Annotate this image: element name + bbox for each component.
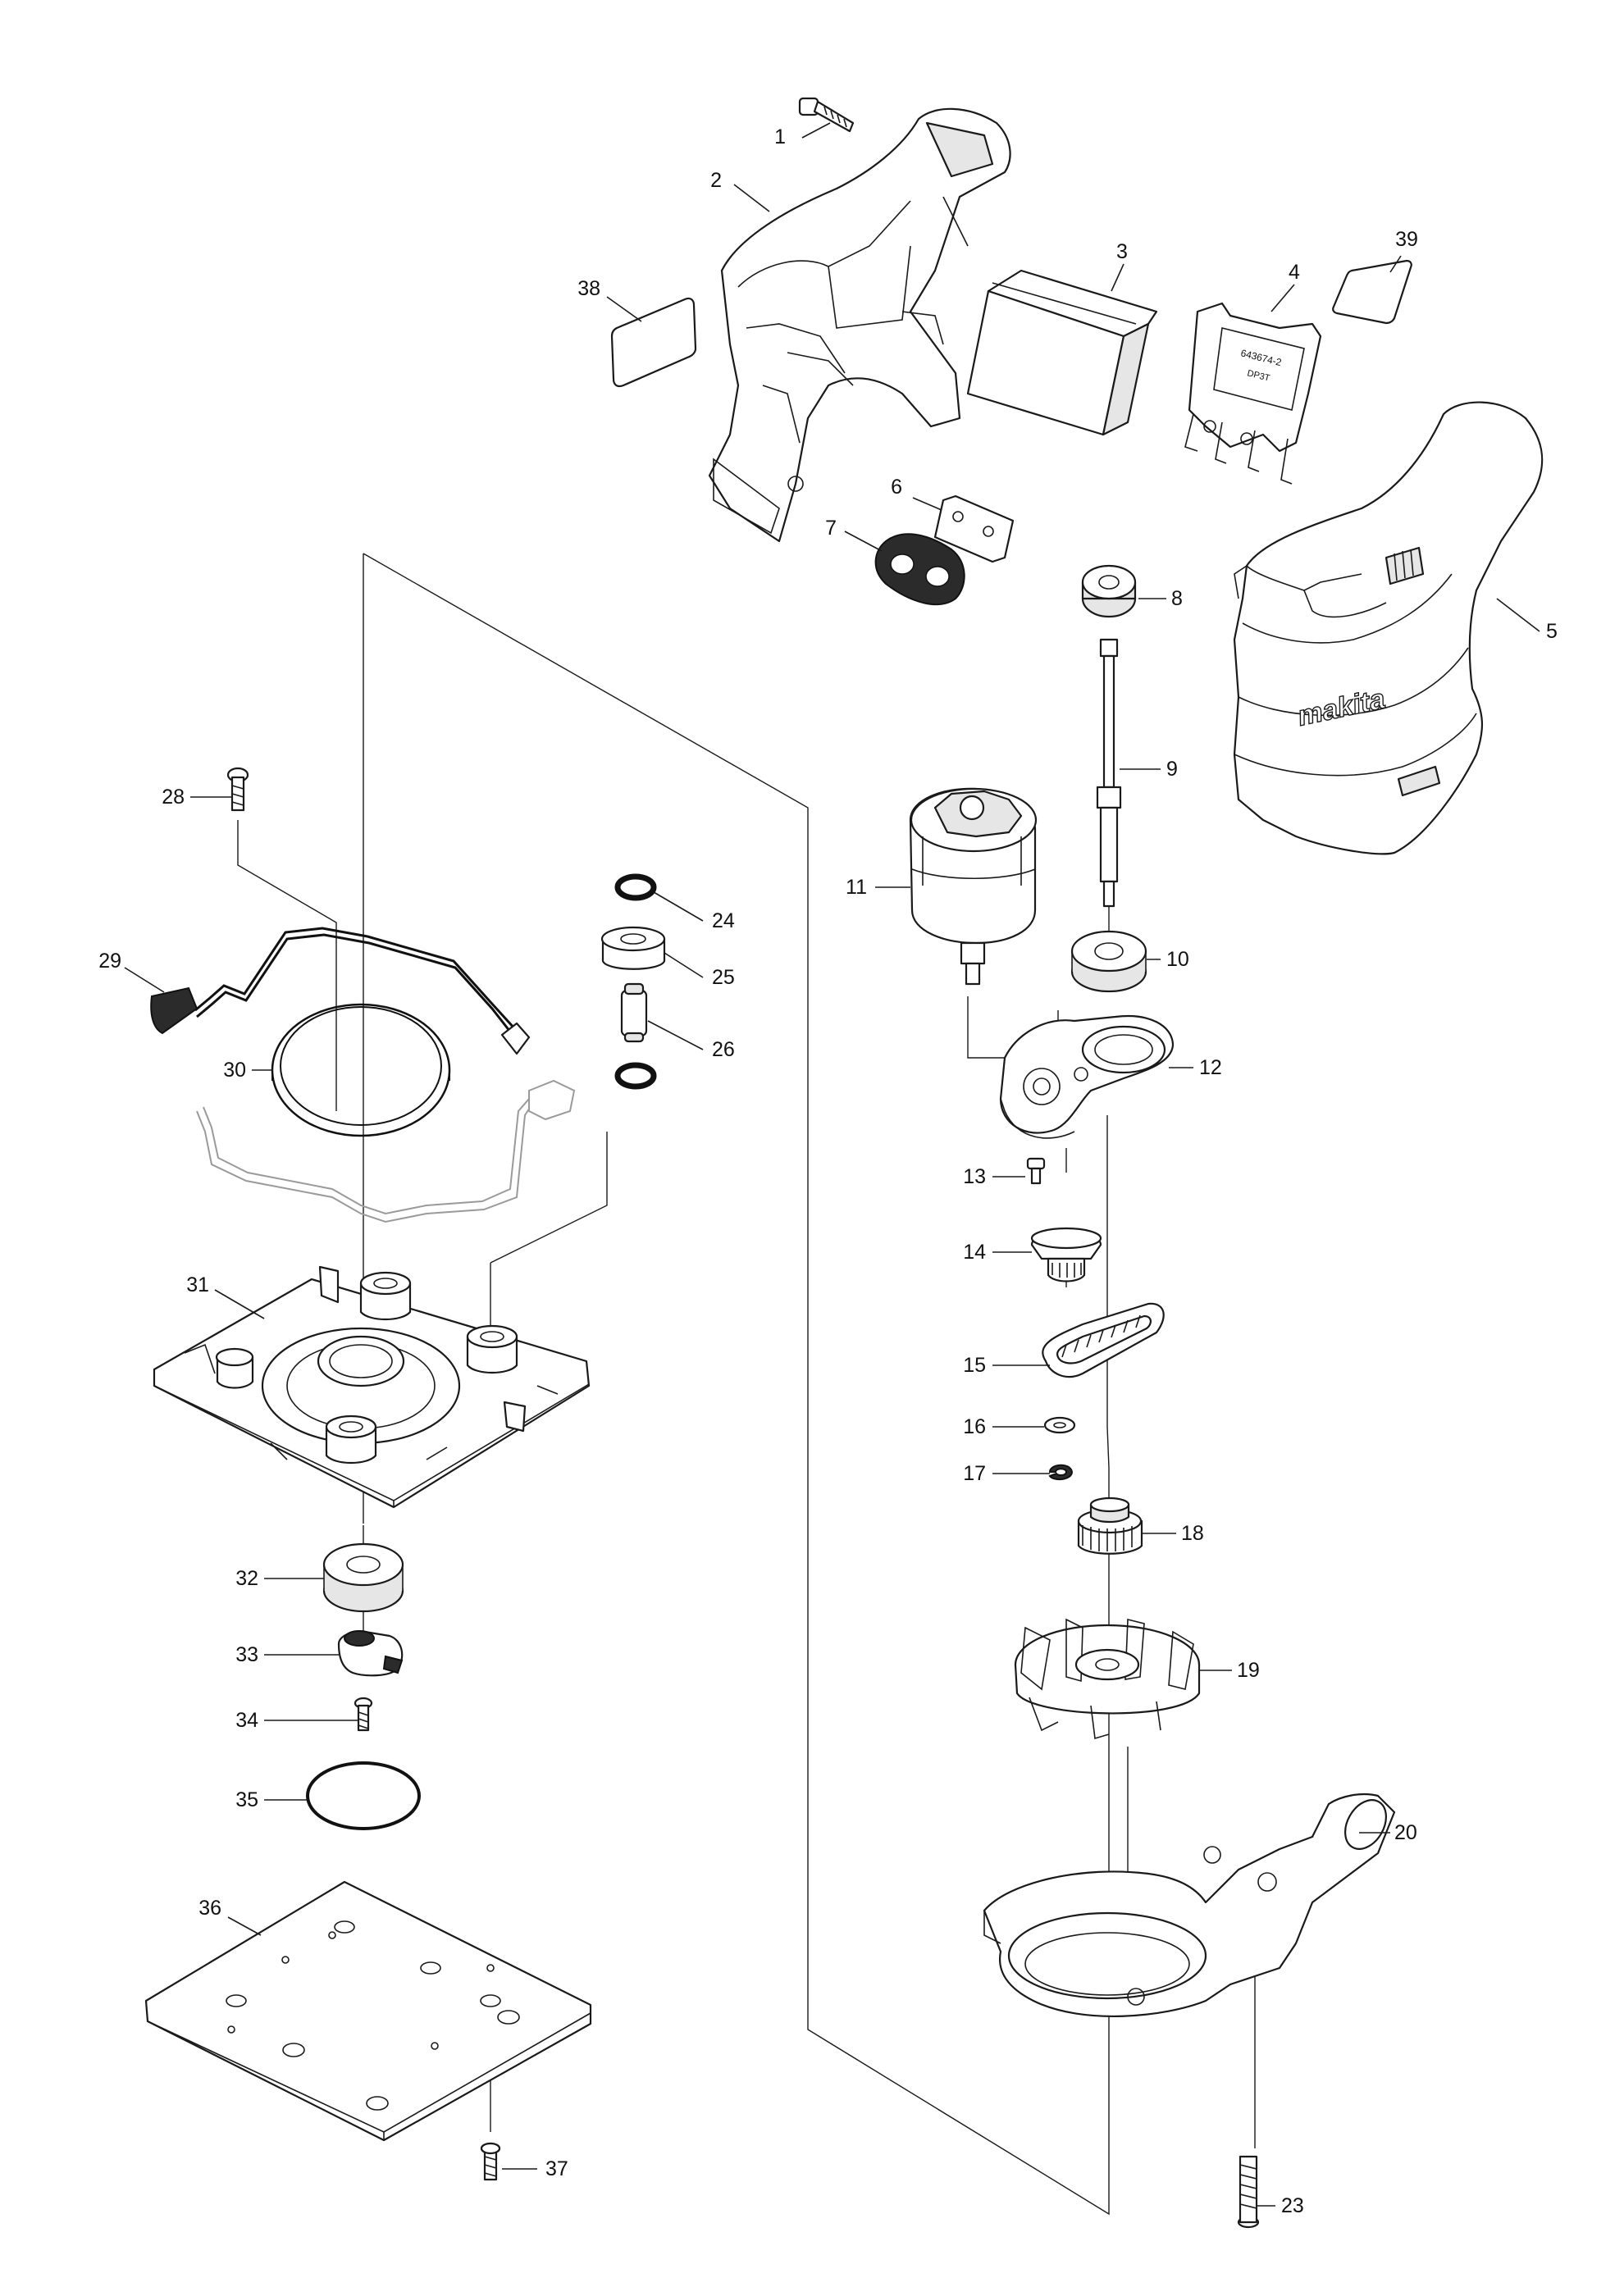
part-31-base [153, 1265, 591, 1509]
part-23-screw [1237, 2155, 1260, 2229]
part-14-pulley [1030, 1227, 1102, 1282]
callout-38: 38 [577, 277, 600, 300]
wire-installed-position [196, 1079, 576, 1223]
part-36-pad [144, 1880, 592, 2142]
part-28-screw [226, 767, 249, 812]
callout-19: 19 [1237, 1659, 1260, 1682]
callout-7: 7 [825, 517, 837, 540]
callout-35: 35 [235, 1788, 258, 1811]
part-37-screw [480, 2142, 501, 2181]
part-24b-oring [614, 1062, 657, 1090]
callout-2: 2 [710, 169, 722, 192]
part-35-oring [306, 1761, 421, 1830]
callout-36: 36 [198, 1897, 221, 1920]
part-11-motor [909, 787, 1038, 986]
callout-28: 28 [162, 786, 185, 809]
callout-32: 32 [235, 1567, 258, 1590]
callout-31: 31 [186, 1273, 209, 1296]
part-18-pulley [1077, 1496, 1143, 1555]
part-20-duct [983, 1793, 1396, 2018]
part-4-switch: 643674-2 DP3T [1184, 302, 1322, 485]
part-5-housing-right: makita [1233, 401, 1544, 855]
callout-14: 14 [963, 1241, 986, 1264]
part-9-shaft [1096, 638, 1122, 908]
part-6-plate [933, 494, 1015, 563]
part-26-pin [620, 982, 648, 1043]
callout-33: 33 [235, 1643, 258, 1666]
part-16-washer [1043, 1416, 1076, 1434]
callout-17: 17 [963, 1462, 986, 1485]
part-7-seal [874, 533, 965, 606]
callout-16: 16 [963, 1415, 986, 1438]
part-8-bearing [1081, 564, 1137, 618]
callout-11: 11 [846, 876, 867, 899]
part-34-screw [354, 1697, 373, 1732]
callout-13: 13 [963, 1165, 986, 1188]
callout-labels: 1234567891011121314151617181920232425262… [98, 125, 1558, 2217]
part-38-label [610, 297, 697, 388]
callout-6: 6 [891, 476, 902, 499]
callout-20: 20 [1394, 1821, 1417, 1844]
part-39-label [1332, 259, 1412, 325]
part-30-ring [271, 1003, 451, 1137]
part-33-eccentric [337, 1630, 404, 1677]
base-posts [215, 1265, 527, 1464]
callout-4: 4 [1289, 261, 1300, 284]
callout-24: 24 [712, 909, 735, 932]
callout-26: 26 [712, 1038, 735, 1061]
callout-3: 3 [1116, 240, 1128, 263]
leader-lines [124, 122, 1540, 2207]
callout-15: 15 [963, 1354, 986, 1377]
callout-39: 39 [1395, 228, 1418, 251]
callout-37: 37 [545, 2157, 568, 2180]
part-24-oring [614, 873, 657, 901]
part-25-sleeve [600, 926, 666, 970]
callout-8: 8 [1171, 587, 1183, 610]
callout-34: 34 [235, 1709, 258, 1732]
part-15-belt [1042, 1302, 1165, 1378]
callout-25: 25 [712, 966, 735, 989]
callout-18: 18 [1181, 1522, 1204, 1545]
callout-9: 9 [1166, 758, 1178, 781]
callout-23: 23 [1281, 2194, 1304, 2217]
part-2-housing-left [708, 107, 1011, 543]
part-32-bearing [322, 1542, 404, 1613]
callout-12: 12 [1199, 1056, 1222, 1079]
part-17-clip [1048, 1464, 1074, 1481]
part-13-screw [1026, 1157, 1046, 1185]
callout-10: 10 [1166, 948, 1189, 971]
callout-30: 30 [223, 1059, 246, 1082]
part-1-screw [798, 97, 855, 133]
callout-29: 29 [98, 950, 121, 973]
callout-5: 5 [1546, 620, 1558, 643]
part-12-bracket [999, 1014, 1175, 1139]
part-19-fan [1014, 1618, 1201, 1740]
part-3-insert [966, 269, 1158, 436]
callout-1: 1 [774, 125, 786, 148]
part-29-wire [150, 927, 531, 1055]
part-10-bearing [1070, 930, 1147, 993]
